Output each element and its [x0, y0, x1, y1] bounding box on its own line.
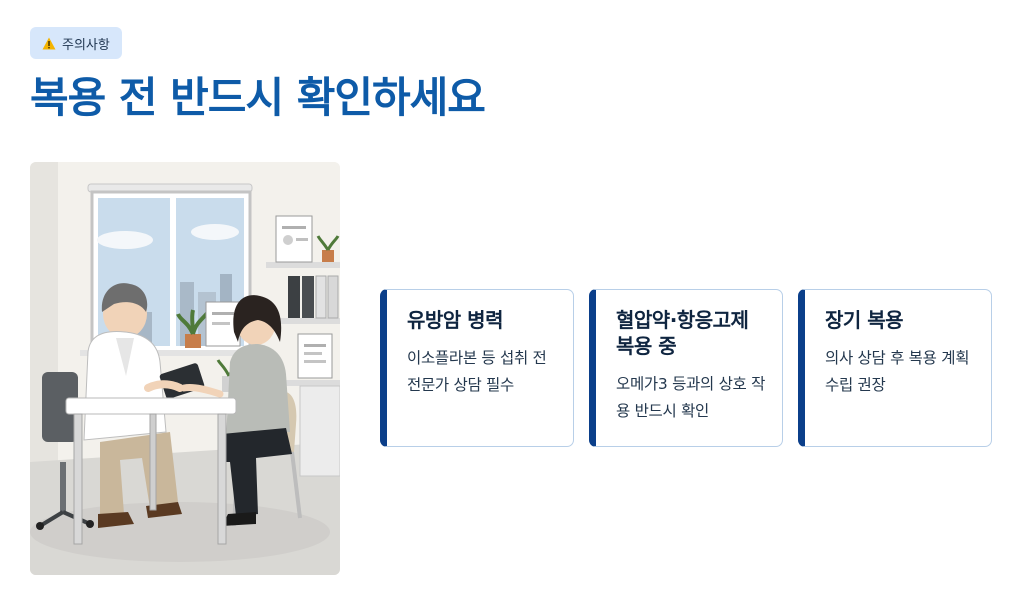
page-title: 복용 전 반드시 확인하세요 — [30, 73, 486, 122]
doctor-consultation-illustration — [30, 162, 340, 575]
card-description: 오메가3 등과의 상호 작용 반드시 확인 — [616, 375, 766, 420]
card-title: 혈압약·항응고제 복용 중 — [616, 308, 749, 358]
caution-card-breast-cancer: 유방암 병력 이소플라본 등 섭취 전 전문가 상담 필수 — [380, 289, 574, 447]
caution-card-medication: 혈압약·항응고제 복용 중 오메가3 등과의 상호 작용 반드시 확인 — [589, 289, 783, 447]
card-title: 장기 복용 — [825, 308, 904, 332]
card-description: 이소플라본 등 섭취 전 전문가 상담 필수 — [407, 349, 547, 394]
caution-badge: 주의사항 — [30, 27, 122, 59]
warning-icon — [42, 37, 56, 49]
caution-cards: 유방암 병력 이소플라본 등 섭취 전 전문가 상담 필수 혈압약·항응고제 복… — [380, 289, 992, 447]
card-title: 유방암 병력 — [407, 308, 503, 332]
badge-label: 주의사항 — [62, 37, 110, 53]
caution-card-long-term: 장기 복용 의사 상담 후 복용 계획 수립 권장 — [798, 289, 992, 447]
card-description: 의사 상담 후 복용 계획 수립 권장 — [825, 349, 970, 394]
